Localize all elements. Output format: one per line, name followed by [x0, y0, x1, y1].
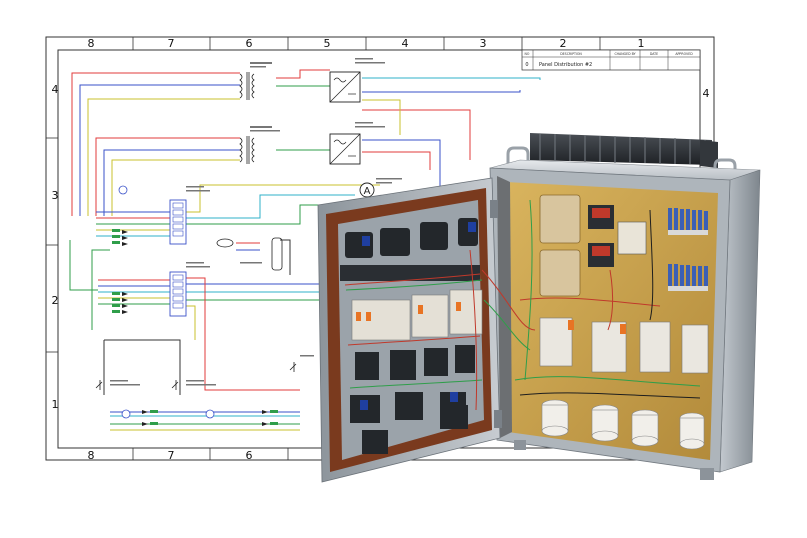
zone-label-top: 8 — [88, 37, 95, 50]
zone-label-bottom: 6 — [246, 449, 253, 462]
ammeter-label: A — [364, 186, 371, 197]
transformer-symbol — [239, 136, 255, 164]
fuse-symbol — [118, 185, 215, 419]
zone-label-bottom: 8 — [88, 449, 95, 462]
power-supply-symbol — [329, 71, 361, 103]
zone-label-bottom: 7 — [168, 449, 175, 462]
zone-labels-bottom: 8 7 6 — [88, 449, 253, 462]
zone-label-left: 1 — [52, 398, 59, 411]
zone-label-top: 1 — [638, 37, 645, 50]
zone-label-top: 4 — [402, 37, 409, 50]
zone-label-top: 2 — [560, 37, 567, 50]
zone-label-left: 2 — [52, 294, 59, 307]
zone-labels-left: 4 3 2 1 — [52, 83, 59, 411]
door-components — [340, 218, 536, 454]
zone-label-right: 4 — [703, 87, 710, 100]
zone-label-top: 3 — [480, 37, 487, 50]
title-block: NO DESCRIPTION CHANGED BY DATE APPROVED … — [521, 49, 701, 71]
enclosure-door — [317, 177, 536, 483]
title-block-header: CHANGED BY — [614, 52, 635, 56]
title-block-header: DESCRIPTION — [560, 52, 582, 56]
power-supply-symbol — [329, 133, 361, 165]
zone-label-top: 6 — [246, 37, 253, 50]
heatsink — [530, 133, 718, 168]
connector-arrows — [112, 229, 278, 426]
title-block-header: APPROVED — [675, 52, 693, 56]
enclosure-3d — [489, 133, 761, 480]
zone-label-left: 3 — [52, 189, 59, 202]
revision-number: 0 — [525, 62, 528, 68]
zone-labels-top: 8 7 6 5 4 3 2 1 — [88, 37, 645, 50]
enclosure-feet — [514, 440, 714, 480]
component-annotation — [110, 58, 402, 386]
zone-label-top: 7 — [168, 37, 175, 50]
terminal-block-symbol — [169, 271, 187, 317]
zone-label-top: 5 — [324, 37, 331, 50]
title-block-header: DATE — [650, 52, 658, 56]
drawing-title: Panel Distribution #2 — [539, 62, 592, 68]
interior-components — [514, 194, 709, 450]
terminal-block-symbol — [169, 199, 187, 245]
schematic-wiring — [69, 69, 541, 431]
door-hinges — [490, 200, 502, 428]
title-block-header: NO — [525, 52, 530, 56]
ammeter-symbol: A — [359, 182, 375, 198]
switch-symbol — [95, 237, 297, 390]
zone-label-left: 4 — [52, 83, 59, 96]
transformer-symbol — [239, 72, 255, 100]
